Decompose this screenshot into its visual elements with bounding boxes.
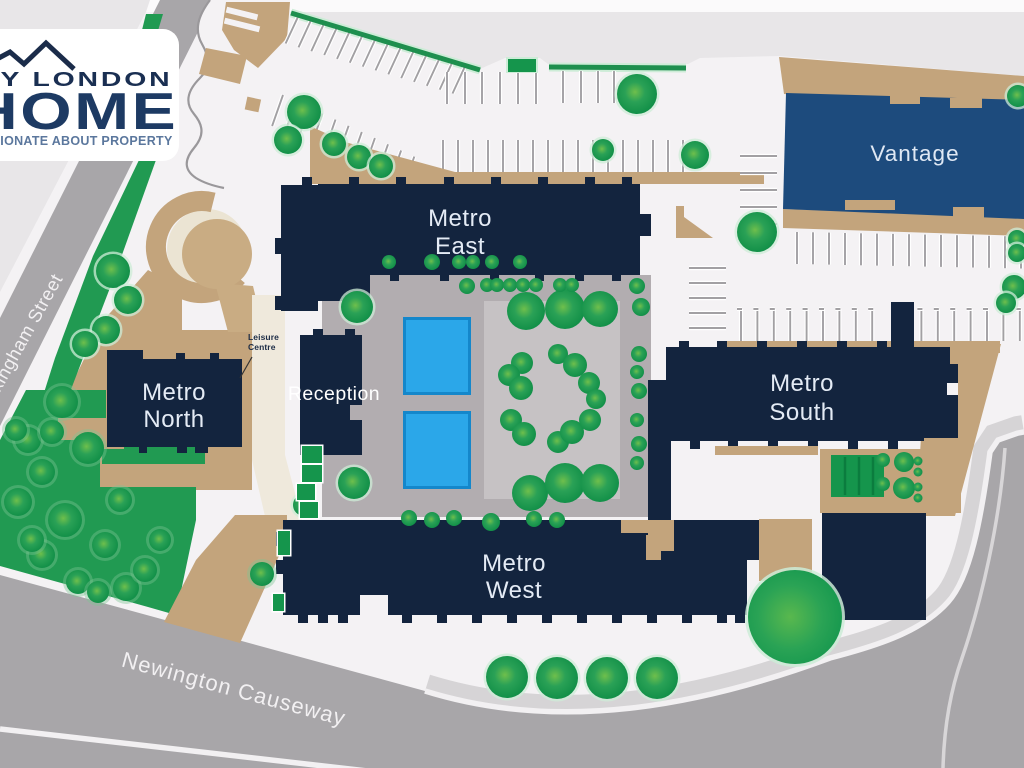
svg-text:North: North (143, 406, 204, 433)
svg-text:HOME: HOME (0, 82, 178, 141)
svg-text:Reception: Reception (288, 383, 380, 405)
svg-text:MY LONDON: MY LONDON (0, 69, 172, 91)
svg-text:West: West (486, 577, 542, 604)
svg-text:Vantage: Vantage (870, 141, 959, 166)
svg-text:South: South (769, 399, 834, 426)
svg-text:Centre: Centre (248, 342, 276, 352)
svg-text:Metro: Metro (770, 370, 834, 397)
svg-text:Metro: Metro (428, 205, 492, 232)
svg-text:Metro: Metro (482, 550, 546, 577)
svg-text:PASSIONATE ABOUT PROPERTY: PASSIONATE ABOUT PROPERTY (0, 134, 173, 148)
svg-text:Leisure: Leisure (248, 332, 279, 342)
svg-text:Metro: Metro (142, 379, 206, 406)
